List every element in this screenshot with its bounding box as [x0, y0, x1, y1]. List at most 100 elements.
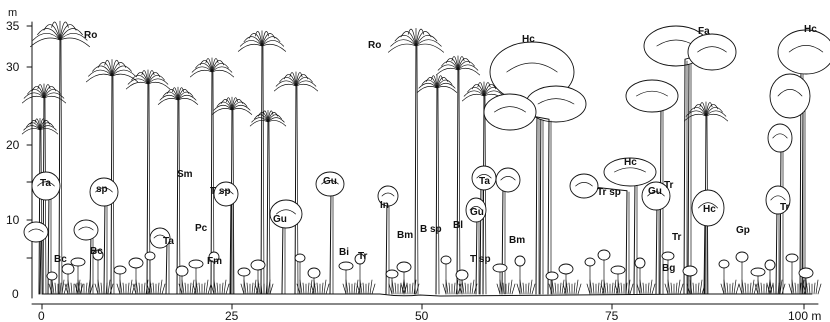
palm-frond — [44, 96, 66, 103]
label-bi: Bi — [339, 247, 349, 258]
grass-blade — [671, 283, 672, 294]
ground-line — [42, 294, 812, 296]
grass-blade — [497, 284, 500, 294]
y-axis — [27, 22, 32, 298]
palm-stem-edge — [417, 46, 418, 294]
palm-frond — [684, 114, 706, 121]
shrub-leaf — [238, 268, 250, 276]
palm-frond — [416, 44, 444, 52]
shrub-leaf — [765, 260, 775, 270]
label-fm: Fm — [207, 256, 222, 267]
grass-blade — [117, 284, 120, 294]
grass-blade — [226, 284, 229, 294]
tree-trunk — [630, 172, 635, 294]
shrub-leaf — [786, 254, 798, 262]
shrub-leaf — [176, 266, 188, 276]
shrub-7 — [176, 266, 197, 294]
palm-frond — [262, 44, 286, 51]
grass-blade — [158, 283, 159, 294]
palm-11 — [388, 28, 443, 294]
tree-crown — [570, 174, 598, 198]
label-bm-2: Bm — [509, 235, 525, 246]
shrub-leaf — [114, 266, 126, 274]
palm-8 — [238, 31, 285, 294]
grass-blade — [587, 284, 590, 294]
grass-blade — [612, 283, 613, 294]
tree-crown — [770, 74, 810, 118]
grass-blade — [395, 283, 396, 294]
grass-blade — [782, 284, 785, 294]
shrub-leaf — [397, 262, 411, 272]
shrub-leaf — [683, 266, 697, 276]
grass-blade — [761, 283, 762, 294]
palm-stem — [147, 84, 148, 294]
grass-blade — [241, 284, 244, 294]
palm-frond — [86, 74, 112, 82]
tree-6 — [778, 30, 830, 294]
shrub-leaf — [62, 264, 74, 274]
tree-9 — [604, 158, 656, 294]
grass-blade — [530, 280, 532, 294]
label-bm-1: Bm — [397, 230, 413, 241]
tree-4 — [684, 34, 736, 294]
y-tick-20: 20 — [6, 138, 20, 152]
grass-blade — [693, 283, 694, 294]
grass-blade — [736, 284, 739, 294]
grass-blade — [60, 283, 61, 294]
grass-blade — [574, 283, 575, 294]
tree-trunk — [584, 186, 627, 294]
shrub-4 — [114, 266, 135, 294]
x-tick-0: 0 — [38, 309, 45, 322]
grass-blade — [578, 284, 581, 294]
label-t-sp-1: T sp — [210, 186, 231, 197]
grass-blade — [139, 283, 140, 294]
tree-trunk — [656, 196, 657, 294]
x-tick-25: 25 — [225, 309, 239, 322]
grass-blade — [510, 280, 512, 294]
label-tr-3: Tr — [780, 202, 790, 213]
grass-blade — [680, 284, 683, 294]
shrub-21 — [515, 256, 535, 294]
grass-blade — [569, 283, 570, 294]
tree-trunk — [226, 194, 231, 294]
shrub-leaf — [441, 256, 451, 264]
grass-blade — [517, 284, 520, 294]
grass-blade — [734, 280, 736, 294]
grass-blade — [465, 283, 466, 294]
label-hc-4: Hc — [703, 204, 716, 215]
grass-blade — [217, 283, 218, 294]
palm-frond — [148, 82, 170, 89]
tree-trunk — [780, 138, 781, 294]
palm-stem-edge — [41, 130, 42, 294]
palm-stem-edge — [263, 46, 264, 294]
label-tr-4: Tr — [672, 232, 682, 243]
label-gu-4: Gu — [470, 207, 484, 218]
shrub-14 — [339, 262, 361, 294]
broadleaf-trees — [24, 26, 830, 294]
x-tick-50: 50 — [415, 309, 429, 322]
label-b-sp: B sp — [420, 224, 442, 235]
palm-stem — [177, 100, 178, 294]
shrub-leaf — [719, 260, 729, 268]
grass-blade — [130, 280, 132, 294]
label-hc-1: Hc — [522, 34, 535, 45]
grass-blade — [370, 280, 372, 294]
shrub-0 — [47, 272, 67, 294]
grass-blade — [326, 284, 329, 294]
shrub-5 — [129, 258, 151, 294]
grass-blade — [123, 283, 124, 294]
y-unit-label: m — [8, 7, 17, 19]
grass-blade — [512, 284, 515, 294]
label-in: In — [380, 200, 389, 211]
label-sm: Sm — [177, 169, 193, 180]
grass-blade — [389, 284, 392, 294]
grass-blade — [449, 283, 450, 294]
grass-blade — [503, 283, 504, 294]
grass-blade — [206, 280, 208, 294]
grass-blade — [739, 284, 742, 294]
grass-blade — [809, 283, 810, 294]
shrub-27 — [635, 258, 655, 294]
grass-blade — [303, 283, 304, 294]
grass-blade — [700, 280, 702, 294]
